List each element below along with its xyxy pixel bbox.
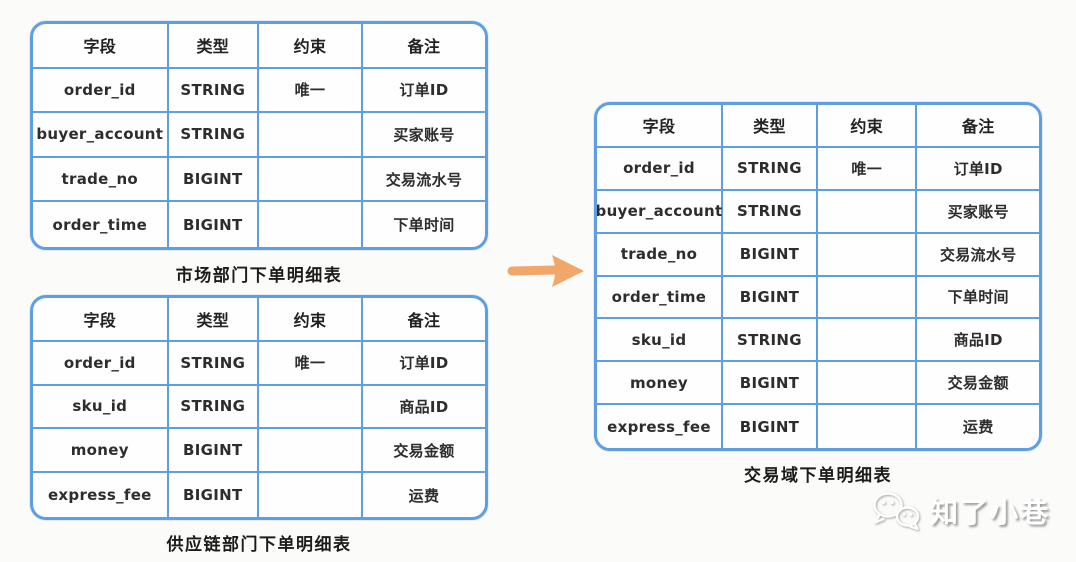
type-cell: BIGINT — [169, 473, 259, 517]
field-cell: buyer_account — [597, 190, 723, 234]
constraint-cell — [258, 113, 363, 158]
remark-cell: 交易金额 — [362, 429, 485, 474]
constraint-cell — [817, 276, 918, 320]
field-cell: trade_no — [33, 157, 169, 203]
type-cell: STRING — [168, 341, 259, 386]
remark-cell: 买家账号 — [362, 113, 485, 158]
header-type: 类型 — [168, 24, 259, 69]
field-cell: sku_id — [33, 385, 169, 430]
type-cell: BIGINT — [723, 405, 818, 448]
remark-cell: 交易流水号 — [362, 158, 485, 203]
remark-cell: 交易金额 — [917, 362, 1039, 406]
field-cell: express_fee — [597, 405, 723, 448]
remark-cell: 订单ID — [362, 69, 485, 114]
remark-cell: 下单时间 — [917, 277, 1039, 320]
caption-supply-chain-table: 供应链部门下单明细表 — [166, 535, 352, 555]
type-cell: STRING — [722, 190, 818, 234]
field-cell: order_id — [33, 341, 169, 386]
constraint-cell — [817, 362, 918, 406]
constraint-cell — [258, 385, 363, 430]
type-cell: STRING — [722, 319, 818, 363]
type-cell: STRING — [168, 113, 259, 158]
remark-cell: 商品ID — [362, 386, 485, 430]
type-cell: STRING — [168, 68, 259, 114]
remark-cell: 运费 — [962, 418, 994, 437]
type-cell: BIGINT — [168, 429, 259, 474]
header-field: 字段 — [597, 105, 723, 148]
constraint-cell — [817, 190, 918, 234]
caption-market-table: 市场部门下单明细表 — [175, 266, 343, 286]
field-cell: order_id — [597, 147, 723, 191]
table-grid: 字段 类型 约束 备注 order_id STRING 唯一 订单ID buye… — [597, 105, 1039, 448]
constraint-cell — [818, 405, 918, 448]
right-arrow-icon — [507, 255, 584, 287]
header-type: 类型 — [168, 298, 259, 342]
table-grid: 字段 类型 约束 备注 order_id STRING 唯一 订单ID sku_… — [33, 298, 485, 517]
field-cell: trade_no — [597, 233, 723, 277]
table-trade-domain: 字段 类型 约束 备注 order_id STRING 唯一 订单ID buye… — [594, 102, 1042, 451]
table-grid: 字段 类型 约束 备注 order_id STRING 唯一 订单ID buye… — [33, 24, 485, 247]
type-cell: BIGINT — [169, 202, 259, 247]
header-constraint: 约束 — [258, 298, 363, 342]
header-type: 类型 — [722, 105, 818, 148]
merge-arrow — [506, 247, 592, 295]
field-cell: order_time — [597, 276, 723, 320]
header-constraint: 约束 — [258, 24, 363, 69]
field-cell: order_id — [33, 68, 169, 114]
watermark: 知了小巷 — [869, 490, 1050, 532]
remark-cell: 订单ID — [917, 148, 1039, 191]
header-remark: 备注 — [917, 105, 1039, 148]
constraint-cell: 唯一 — [258, 68, 363, 114]
type-cell: BIGINT — [722, 233, 818, 277]
type-cell: BIGINT — [722, 362, 818, 406]
header-field: 字段 — [33, 298, 169, 342]
type-cell: STRING — [722, 147, 818, 191]
chat-bubbles-icon — [873, 492, 920, 531]
header-constraint: 约束 — [817, 105, 918, 148]
header-remark: 备注 — [362, 298, 485, 342]
constraint-cell: 唯一 — [817, 147, 918, 191]
constraint-cell — [817, 233, 918, 277]
remark-cell: 运费 — [408, 486, 440, 505]
header-field: 字段 — [33, 24, 169, 69]
constraint-cell — [258, 429, 363, 474]
constraint-cell: 唯一 — [258, 341, 363, 386]
watermark-text: 知了小巷 — [929, 496, 1050, 529]
constraint-cell — [259, 202, 363, 247]
constraint-cell — [817, 319, 918, 363]
constraint-cell — [258, 157, 363, 203]
table-market-department: 字段 类型 约束 备注 order_id STRING 唯一 订单ID buye… — [30, 21, 488, 250]
table-supply-chain-department: 字段 类型 约束 备注 order_id STRING 唯一 订单ID sku_… — [30, 295, 488, 520]
field-cell: express_fee — [33, 473, 169, 517]
field-cell: buyer_account — [33, 113, 169, 158]
header-remark: 备注 — [362, 24, 485, 69]
remark-cell: 订单ID — [362, 342, 485, 386]
remark-cell: 交易流水号 — [917, 234, 1039, 277]
remark-cell: 下单时间 — [393, 216, 455, 235]
type-cell: STRING — [168, 385, 259, 430]
type-cell: BIGINT — [168, 157, 259, 203]
remark-cell: 买家账号 — [917, 191, 1039, 234]
field-cell: money — [597, 362, 723, 406]
caption-trade-domain-table: 交易域下单明细表 — [744, 466, 892, 486]
field-cell: sku_id — [597, 319, 723, 363]
field-cell: order_time — [33, 202, 169, 247]
remark-cell: 商品ID — [917, 319, 1039, 363]
constraint-cell — [259, 473, 363, 517]
field-cell: money — [33, 429, 169, 474]
type-cell: BIGINT — [722, 276, 818, 320]
